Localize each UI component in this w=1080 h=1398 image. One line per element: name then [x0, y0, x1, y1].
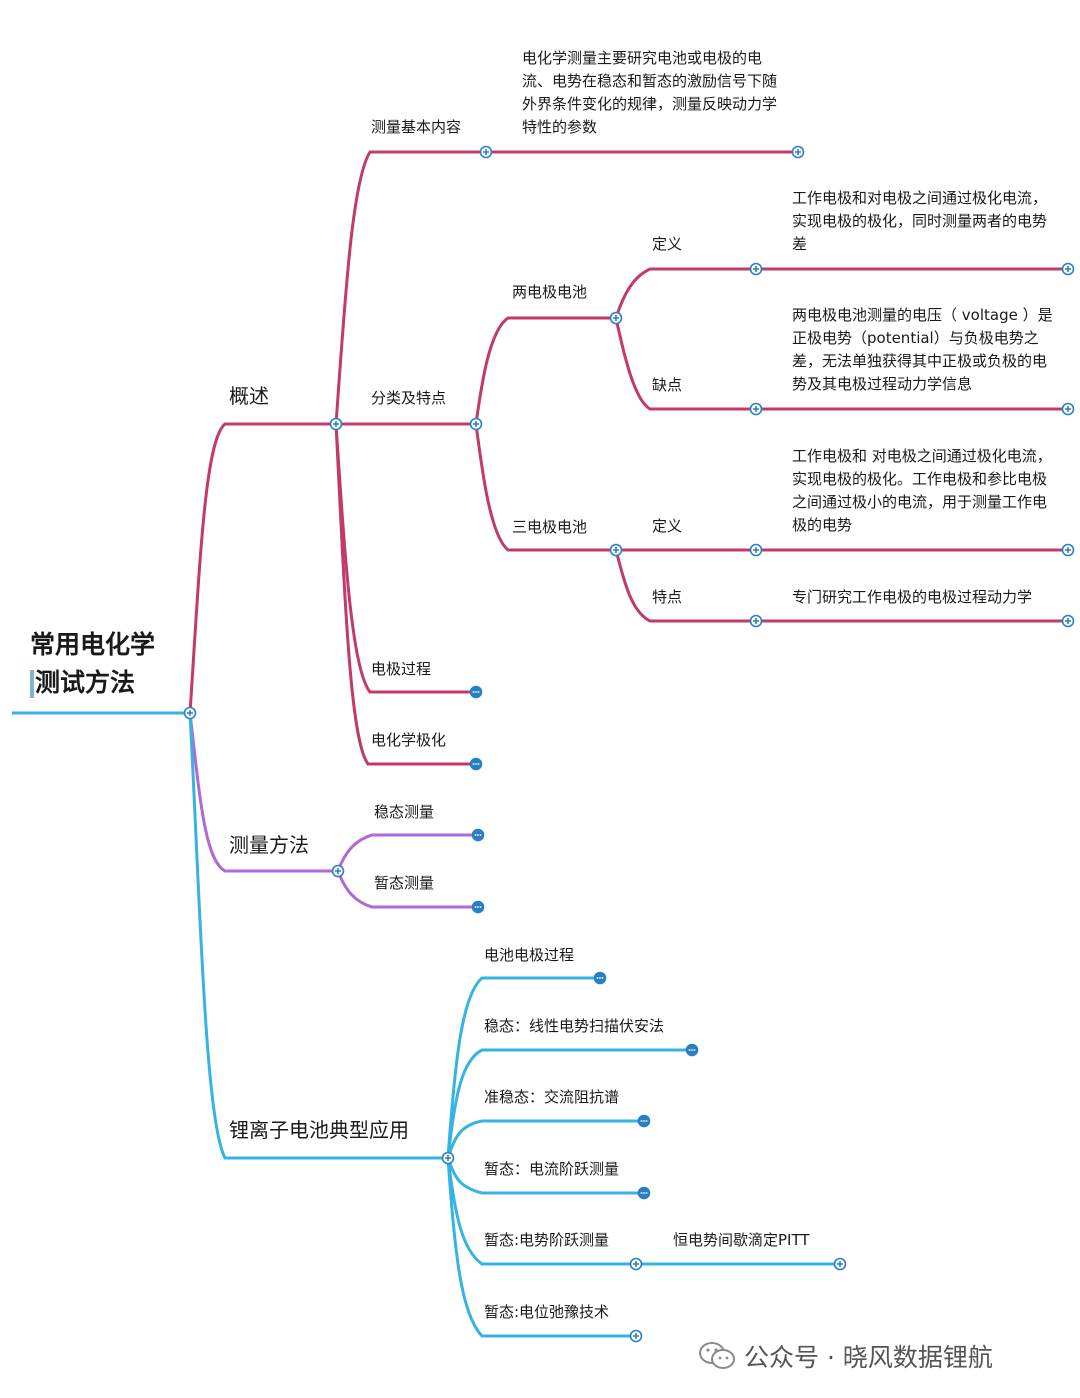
root-title-line1: 常用电化学 — [30, 630, 156, 659]
overview-to-polarization-link — [334, 423, 476, 766]
three-electrode-feature-end-expand-node[interactable] — [1061, 614, 1075, 628]
methods-expand-node[interactable] — [331, 864, 345, 878]
liion-item-5-expand-node[interactable] — [629, 1257, 643, 1271]
topic-three-electrode[interactable]: 三电极电池 — [512, 518, 588, 536]
text-cursor — [30, 670, 34, 698]
measure-content-end-expand-node[interactable] — [791, 145, 805, 159]
topic-liion-item-2[interactable]: 稳态：线性电势扫描伏安法 — [484, 1017, 665, 1035]
topic-measure-content[interactable]: 测量基本内容 — [371, 118, 462, 136]
note-measure-content: 电化学测量主要研究电池或电极的电流、电势在稳态和暂态的激励信号下随外界条件变化的… — [522, 49, 778, 136]
topic-polarization[interactable]: 电化学极化 — [371, 731, 447, 749]
topic-transient[interactable]: 暂态测量 — [374, 874, 435, 892]
classify-to-three-electrode-link — [474, 423, 616, 552]
polarization-collapsed-node[interactable] — [469, 757, 483, 771]
note-three-electrode-definition: 工作电极和 对电极之间通过极化电流，实现电极的极化。工作电极和参比电极之间通过极… — [792, 447, 1052, 534]
transient-collapsed-node[interactable] — [471, 900, 485, 914]
liion-item-6-expand-node[interactable] — [629, 1329, 643, 1343]
liion-item-3-collapsed-node[interactable] — [637, 1114, 651, 1128]
two-electrode-definition-expand-node[interactable] — [749, 262, 763, 276]
liion-to-item-6-link — [446, 1157, 636, 1338]
topic-liion-item-5[interactable]: 暂态:电势阶跃测量 — [484, 1231, 610, 1249]
root-title-line2-text: 测试方法 — [35, 668, 136, 697]
classify-to-two-electrode-link — [474, 316, 616, 425]
topic-three-electrode-definition[interactable]: 定义 — [652, 517, 683, 535]
liion-item-1-collapsed-node[interactable] — [593, 971, 607, 985]
liion-item-2-collapsed-node[interactable] — [685, 1043, 699, 1057]
topic-electrode-process[interactable]: 电极过程 — [371, 660, 432, 678]
pitt-expand-node[interactable] — [833, 1257, 847, 1271]
topic-two-electrode-flaw[interactable]: 缺点 — [652, 376, 683, 394]
topic-liion-item-6[interactable]: 暂态:电位弛豫技术 — [484, 1303, 610, 1321]
steady-collapsed-node[interactable] — [471, 828, 485, 842]
two-electrode-expand-node[interactable] — [609, 311, 623, 325]
three-electrode-to-feature-link — [614, 549, 1068, 623]
node-markers — [183, 145, 1075, 1343]
root-to-overview-link — [188, 422, 336, 714]
topic-liion-item-3[interactable]: 准稳态：交流阻抗谱 — [484, 1088, 620, 1106]
wechat-icon — [699, 1342, 735, 1369]
three-electrode-feature-expand-node[interactable] — [749, 614, 763, 628]
methods-to-steady-link — [336, 833, 478, 872]
three-electrode-definition-end-expand-node[interactable] — [1061, 543, 1075, 557]
two-electrode-flaw-expand-node[interactable] — [749, 402, 763, 416]
two-electrode-to-flaw-link — [614, 317, 1068, 411]
topic-overview[interactable]: 概述 — [229, 384, 269, 408]
topic-three-electrode-feature[interactable]: 特点 — [652, 588, 683, 606]
topic-methods[interactable]: 测量方法 — [229, 833, 309, 857]
liion-to-item-1-link — [446, 976, 600, 1159]
topic-liion-item-4[interactable]: 暂态：电流阶跃测量 — [484, 1160, 620, 1178]
overview-to-measure-link — [334, 150, 798, 425]
topic-liion[interactable]: 锂离子电池典型应用 — [229, 1118, 409, 1142]
liion-item-4-collapsed-node[interactable] — [637, 1186, 651, 1200]
root-title: 常用电化学 测试方法 — [30, 626, 155, 702]
topic-two-electrode[interactable]: 两电极电池 — [512, 283, 588, 301]
liion-connectors — [188, 712, 840, 1338]
liion-to-item-3-link — [446, 1119, 644, 1159]
topic-pitt[interactable]: 恒电势间歇滴定PITT — [673, 1231, 810, 1249]
three-electrode-expand-node[interactable] — [609, 543, 623, 557]
note-two-electrode-flaw: 两电极电池测量的电压（ voltage ）是正极电势（potential）与负极… — [792, 306, 1053, 393]
two-electrode-to-definition-link — [614, 267, 1068, 319]
root-title-line2: 测试方法 — [30, 664, 155, 702]
two-electrode-flaw-end-expand-node[interactable] — [1061, 402, 1075, 416]
topic-two-electrode-definition[interactable]: 定义 — [652, 235, 683, 253]
root-to-liion-link — [188, 712, 448, 1160]
note-three-electrode-feature: 专门研究工作电极的电极过程动力学 — [792, 588, 1033, 606]
overview-connectors — [188, 150, 1068, 766]
overview-to-electrode-process-link — [334, 423, 476, 694]
topic-steady[interactable]: 稳态测量 — [374, 803, 435, 821]
overview-expand-node[interactable] — [329, 417, 343, 431]
measure-content-expand-node[interactable] — [479, 145, 493, 159]
classify-expand-node[interactable] — [469, 417, 483, 431]
watermark-text: 公众号 · 晓风数据锂航 — [744, 1343, 993, 1372]
two-electrode-definition-end-expand-node[interactable] — [1061, 262, 1075, 276]
note-two-electrode-definition: 工作电极和对电极之间通过极化电流，实现电极的极化，同时测量两者的电势差 — [792, 189, 1048, 253]
topic-classify[interactable]: 分类及特点 — [371, 389, 447, 407]
liion-expand-node[interactable] — [441, 1151, 455, 1165]
three-electrode-definition-expand-node[interactable] — [749, 543, 763, 557]
root-to-methods-link — [188, 712, 338, 873]
liion-to-item-2-link — [446, 1048, 692, 1159]
root-expand-node[interactable] — [183, 706, 197, 720]
topic-liion-item-1[interactable]: 电池电极过程 — [484, 946, 575, 964]
watermark: 公众号 · 晓风数据锂航 — [698, 1336, 993, 1376]
electrode-process-collapsed-node[interactable] — [469, 685, 483, 699]
